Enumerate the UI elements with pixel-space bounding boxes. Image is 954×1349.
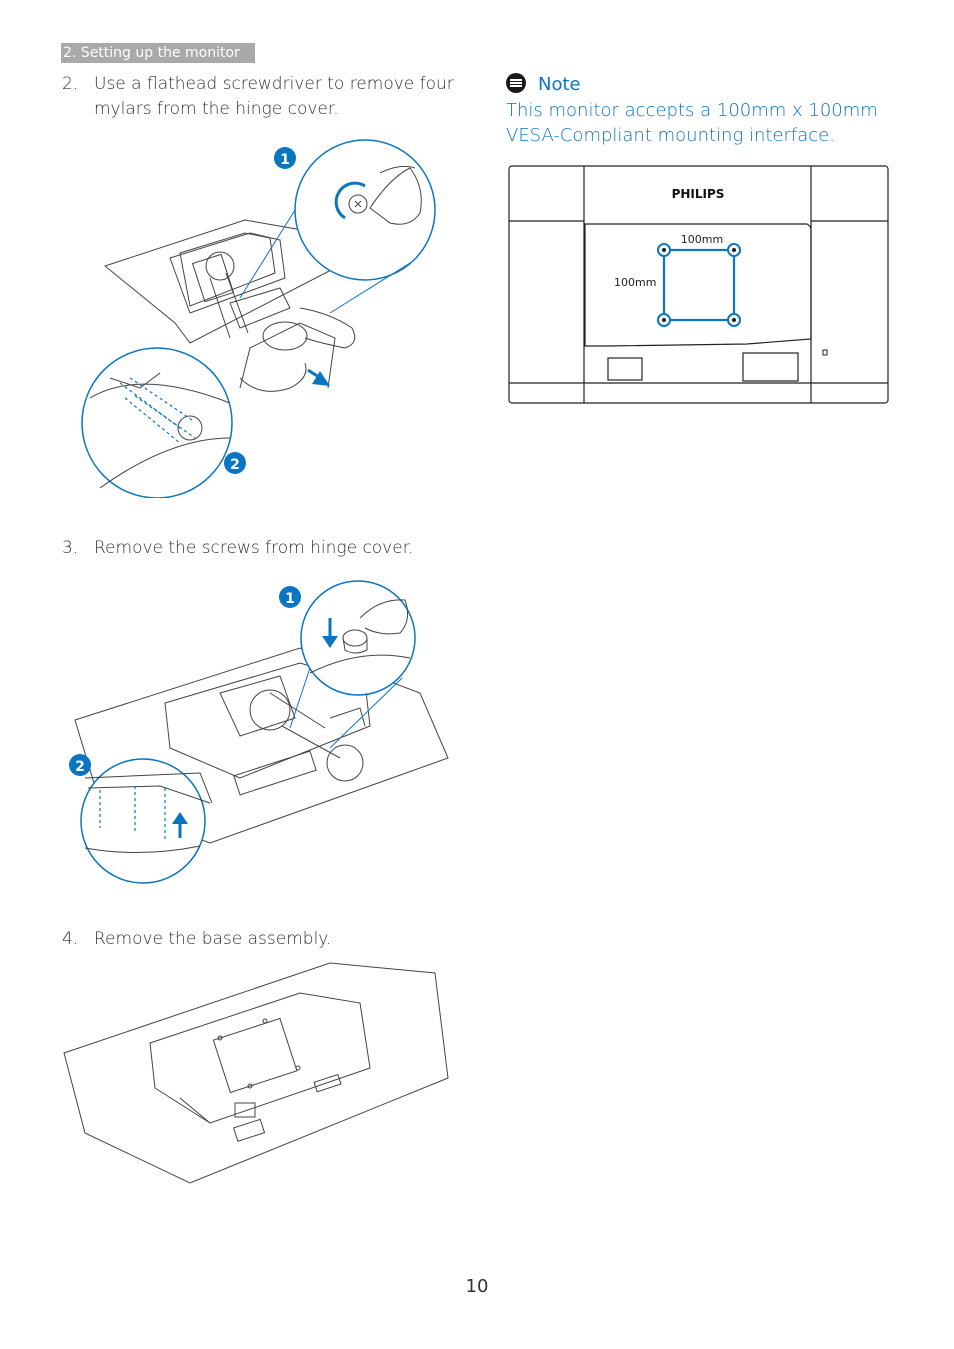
section-tab: 2. Setting up the monitor [61,43,255,63]
figure-remove-base [63,962,449,1184]
note-icon [506,73,526,93]
callout-1: 1 [285,591,295,607]
note-heading: Note [506,72,581,98]
step-text: Remove the base assembly. [94,929,332,949]
step-text: Use a flathead screwdriver to remove fou… [94,74,454,119]
figure-remove-mylars: 1 2 [81,139,436,498]
brand-logo: PHILIPS [672,187,725,201]
figure-remove-screws: 1 2 [69,580,449,884]
note-title: Note [538,74,581,95]
vesa-diagram: PHILIPS 100mm 100mm [508,165,889,404]
step-number: 3. [62,538,79,558]
step-text: Remove the screws from hinge cover. [94,538,414,558]
page-number: 10 [465,1276,489,1297]
callout-2: 2 [230,457,240,473]
note-body: This monitor accepts a 100mm x 100mm VES… [506,100,878,146]
callout-2: 2 [75,759,85,775]
vesa-height-label: 100mm [614,276,656,289]
step-number: 2. [62,74,79,94]
callout-1: 1 [280,152,290,168]
vesa-width-label: 100mm [681,233,723,246]
step-number: 4. [62,929,79,949]
